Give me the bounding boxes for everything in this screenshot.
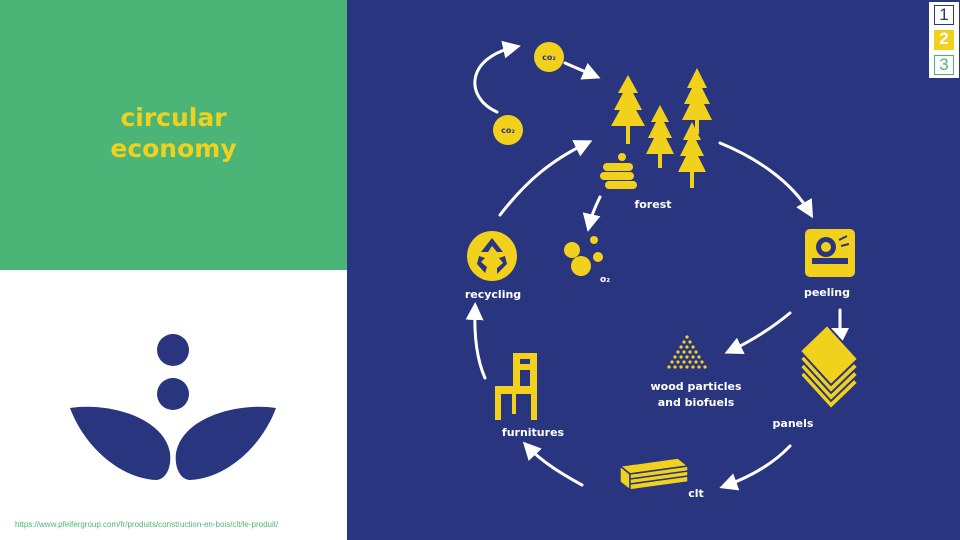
- clt-beam-icon: [618, 457, 690, 492]
- co2-top-label: co₂: [542, 53, 556, 62]
- wood-particles-label-line-2: and biofuels: [658, 396, 735, 409]
- saw-icon: [805, 229, 855, 277]
- chair-icon: [495, 353, 537, 420]
- particles-pile-icon: [667, 335, 707, 369]
- peeling-label: peeling: [804, 286, 850, 299]
- circular-economy-diagram: co₂ co₂ forest: [465, 40, 860, 500]
- furnitures-label: furnitures: [502, 426, 565, 439]
- arrow-co2-to-forest: [563, 61, 601, 80]
- recycling-label: recycling: [465, 288, 521, 301]
- page-3-button[interactable]: 3: [934, 55, 954, 75]
- o2-bubbles-icon: [564, 236, 603, 276]
- title-line-1: circular: [120, 103, 227, 132]
- tree-icon: [611, 68, 712, 188]
- arrow-co2-loop-up: [473, 40, 521, 114]
- page-pager: 1 2 3: [929, 2, 959, 78]
- logo-leaf-icon: [70, 334, 276, 480]
- o2-label: o₂: [600, 275, 610, 285]
- co2-bubble-icon: co₂: [534, 42, 564, 72]
- title-panel: [0, 0, 347, 270]
- forest-label: forest: [634, 198, 671, 211]
- cycle-arrows: [465, 40, 849, 491]
- page-1-button[interactable]: 1: [934, 5, 954, 25]
- arrow-recycling-to-forest: [498, 140, 593, 217]
- logs-icon: [600, 153, 637, 189]
- panels-label: panels: [773, 417, 814, 430]
- arrow-clt-to-furnitures: [522, 441, 584, 487]
- diagram-panel: co₂ co₂ forest: [347, 0, 960, 540]
- arrow-forest-to-o2: [582, 195, 602, 232]
- wood-particles-label-line-1: wood particles: [650, 380, 741, 393]
- page-title: circular economy: [0, 102, 347, 164]
- co2-left-label: co₂: [501, 126, 515, 135]
- source-url[interactable]: https://www.pfeifergroup.com/fr/produits…: [15, 520, 279, 529]
- panels-stack-icon: [798, 323, 860, 411]
- arrow-furnitures-to-recycling: [465, 302, 487, 380]
- clt-label: clt: [688, 487, 704, 500]
- arrow-panels-to-clt: [719, 444, 792, 491]
- arrow-peeling-to-particles: [724, 311, 792, 355]
- page-2-button[interactable]: 2: [934, 30, 954, 50]
- co2-bubble-icon: co₂: [493, 115, 523, 145]
- recycle-icon: [467, 231, 517, 281]
- arrow-forest-to-peeling: [718, 141, 814, 219]
- title-line-2: economy: [110, 134, 237, 163]
